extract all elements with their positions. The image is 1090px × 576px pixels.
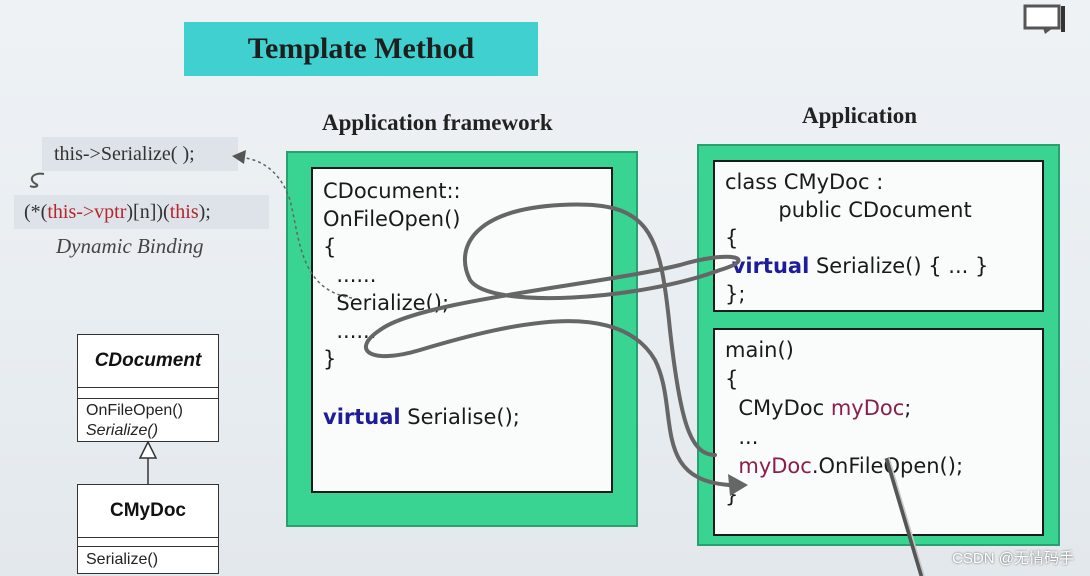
uml-base-op1: OnFileOpen() [86,402,183,419]
fw-virtual-keyword: virtual [323,405,401,429]
this-serialize-call: this->Serialize( ); [42,137,238,171]
uml-base-class: CDocument OnFileOpen() Serialize() [77,334,219,442]
fw-line-1: CDocument:: [323,179,461,203]
main-line-1: main() [725,338,794,362]
watermark: CSDN @无情码手 [952,550,1074,567]
app-main-code: main() { CMyDoc myDoc; ... myDoc.OnFileO… [725,336,963,510]
vptr-this: this->vptr [47,200,127,223]
vptr-suffix: ); [198,200,211,223]
main-line-6: } [725,483,739,507]
cls-virtual-keyword: virtual [731,254,810,278]
uml-derived-op1: Serialize() [86,551,159,568]
title-text: Template Method [247,32,475,65]
inheritance-arrow-icon [138,440,158,486]
framework-code-box: CDocument:: OnFileOpen() { ...... Serial… [311,167,613,493]
fw-serialise-decl: Serialise(); [400,405,520,429]
main-line-2: { [725,367,739,391]
this-serialize-text: this->Serialize( ); [54,142,195,165]
main-line-3c: ; [904,396,912,420]
cls-line-5: }; [725,282,746,306]
app-main-box: main() { CMyDoc myDoc; ... myDoc.OnFileO… [713,328,1044,536]
fw-line-5: Serialize(); [336,291,450,315]
curl-arrow-icon [29,172,45,188]
application-label: Application [802,103,918,128]
vptr-prefix: (*( [24,200,48,223]
framework-virtual-decl: virtual Serialise(); [323,403,520,431]
uml-derived-name: CMyDoc [78,485,218,538]
framework-label: Application framework [322,110,553,135]
uml-base-name: CDocument [78,335,218,388]
uml-base-ops: OnFileOpen() Serialize() [78,399,218,441]
app-class-code: class CMyDoc : public CDocument { virtua… [725,168,988,308]
cls-line-1: class CMyDoc : [725,170,884,194]
chat-bubble-icon[interactable] [1023,4,1065,34]
main-line-3a: CMyDoc [738,396,831,420]
main-line-4: ... [738,425,759,449]
fw-line-4: ...... [336,263,377,287]
main-line-5: .OnFileOpen(); [811,454,964,478]
fw-line-6: ...... [336,319,377,343]
vptr-call-expression: (*(this->vptr)[n])(this); [14,195,269,229]
vptr-mid: )[n])( [126,200,170,223]
dynamic-binding-caption: Dynamic Binding [56,234,204,258]
framework-code: CDocument:: OnFileOpen() { ...... Serial… [323,177,461,373]
uml-base-attrs [78,388,218,399]
fw-line-7: } [323,347,337,371]
cls-line-2: public CDocument [778,198,972,222]
uml-derived-class: CMyDoc Serialize() [77,484,219,574]
fw-line-3: { [323,235,337,259]
fw-line-2: OnFileOpen() [323,207,461,231]
uml-base-op2: Serialize() [86,422,159,439]
vptr-this2: this [169,200,199,223]
page-title: Template Method [184,22,538,76]
cls-line-4: Serialize() { ... } [809,254,989,278]
uml-derived-attrs [78,538,218,547]
app-class-box: class CMyDoc : public CDocument { virtua… [713,160,1044,312]
cls-line-3: { [725,226,739,250]
main-mydoc-call-ref: myDoc [738,454,812,478]
main-mydoc-ref: myDoc [830,396,905,420]
